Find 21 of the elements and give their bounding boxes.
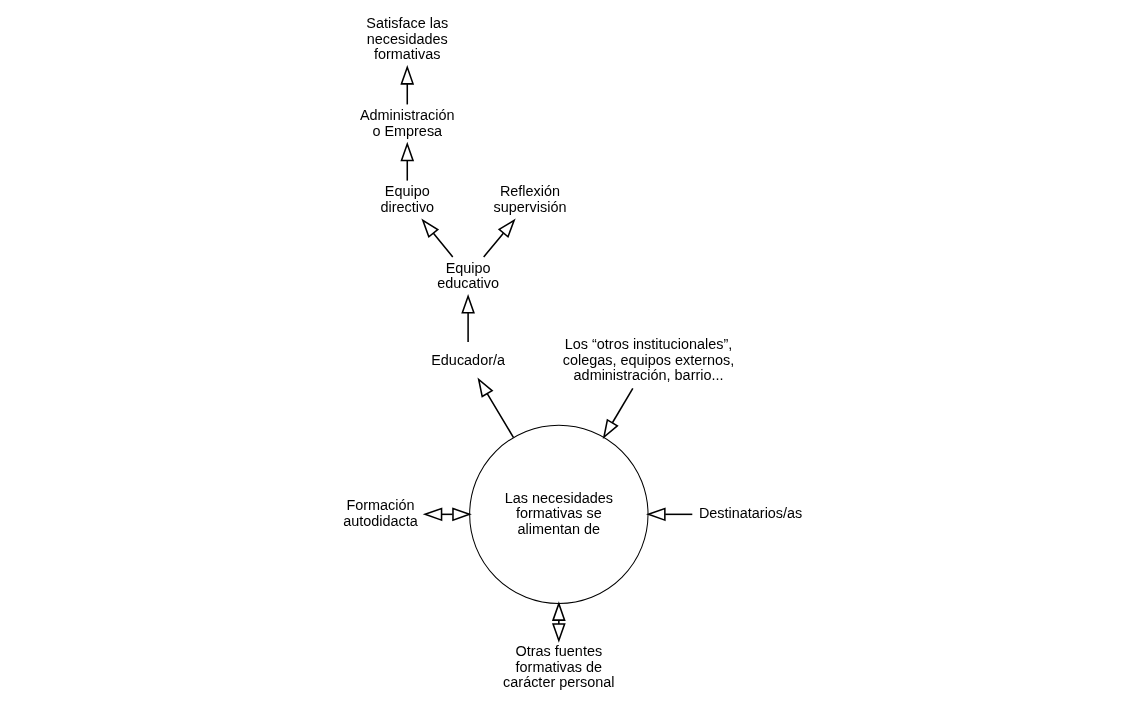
node-text: Satisface las necesidades formativas bbox=[366, 15, 449, 63]
arrow bbox=[646, 507, 694, 522]
arrow bbox=[482, 218, 516, 258]
node-text: Reflexión supervisión bbox=[493, 183, 567, 215]
arrow bbox=[461, 293, 475, 343]
node-text: Otras fuentes formativas de carácter personal bbox=[503, 643, 615, 691]
node-text: Equipo directivo bbox=[380, 183, 435, 215]
node-text: Formación autodidacta bbox=[343, 497, 418, 529]
arrow bbox=[400, 65, 415, 106]
arrow bbox=[422, 507, 472, 522]
arrow bbox=[477, 377, 515, 439]
node-text: Destinatarios/as bbox=[698, 505, 803, 522]
arrow bbox=[400, 141, 415, 182]
node-text: Equipo educativo bbox=[437, 259, 499, 292]
arrow bbox=[421, 218, 454, 258]
arrow bbox=[551, 601, 566, 643]
node-text: Administración o Empresa bbox=[359, 107, 455, 139]
node-text: Los “otros institucionales”, colegas, equipos externos, administración, barrio... bbox=[562, 336, 735, 383]
node-text: Educador/a bbox=[431, 351, 505, 368]
node-circle: Las necesidades formativas se alimentan de bbox=[469, 424, 649, 605]
arrow bbox=[602, 387, 634, 440]
